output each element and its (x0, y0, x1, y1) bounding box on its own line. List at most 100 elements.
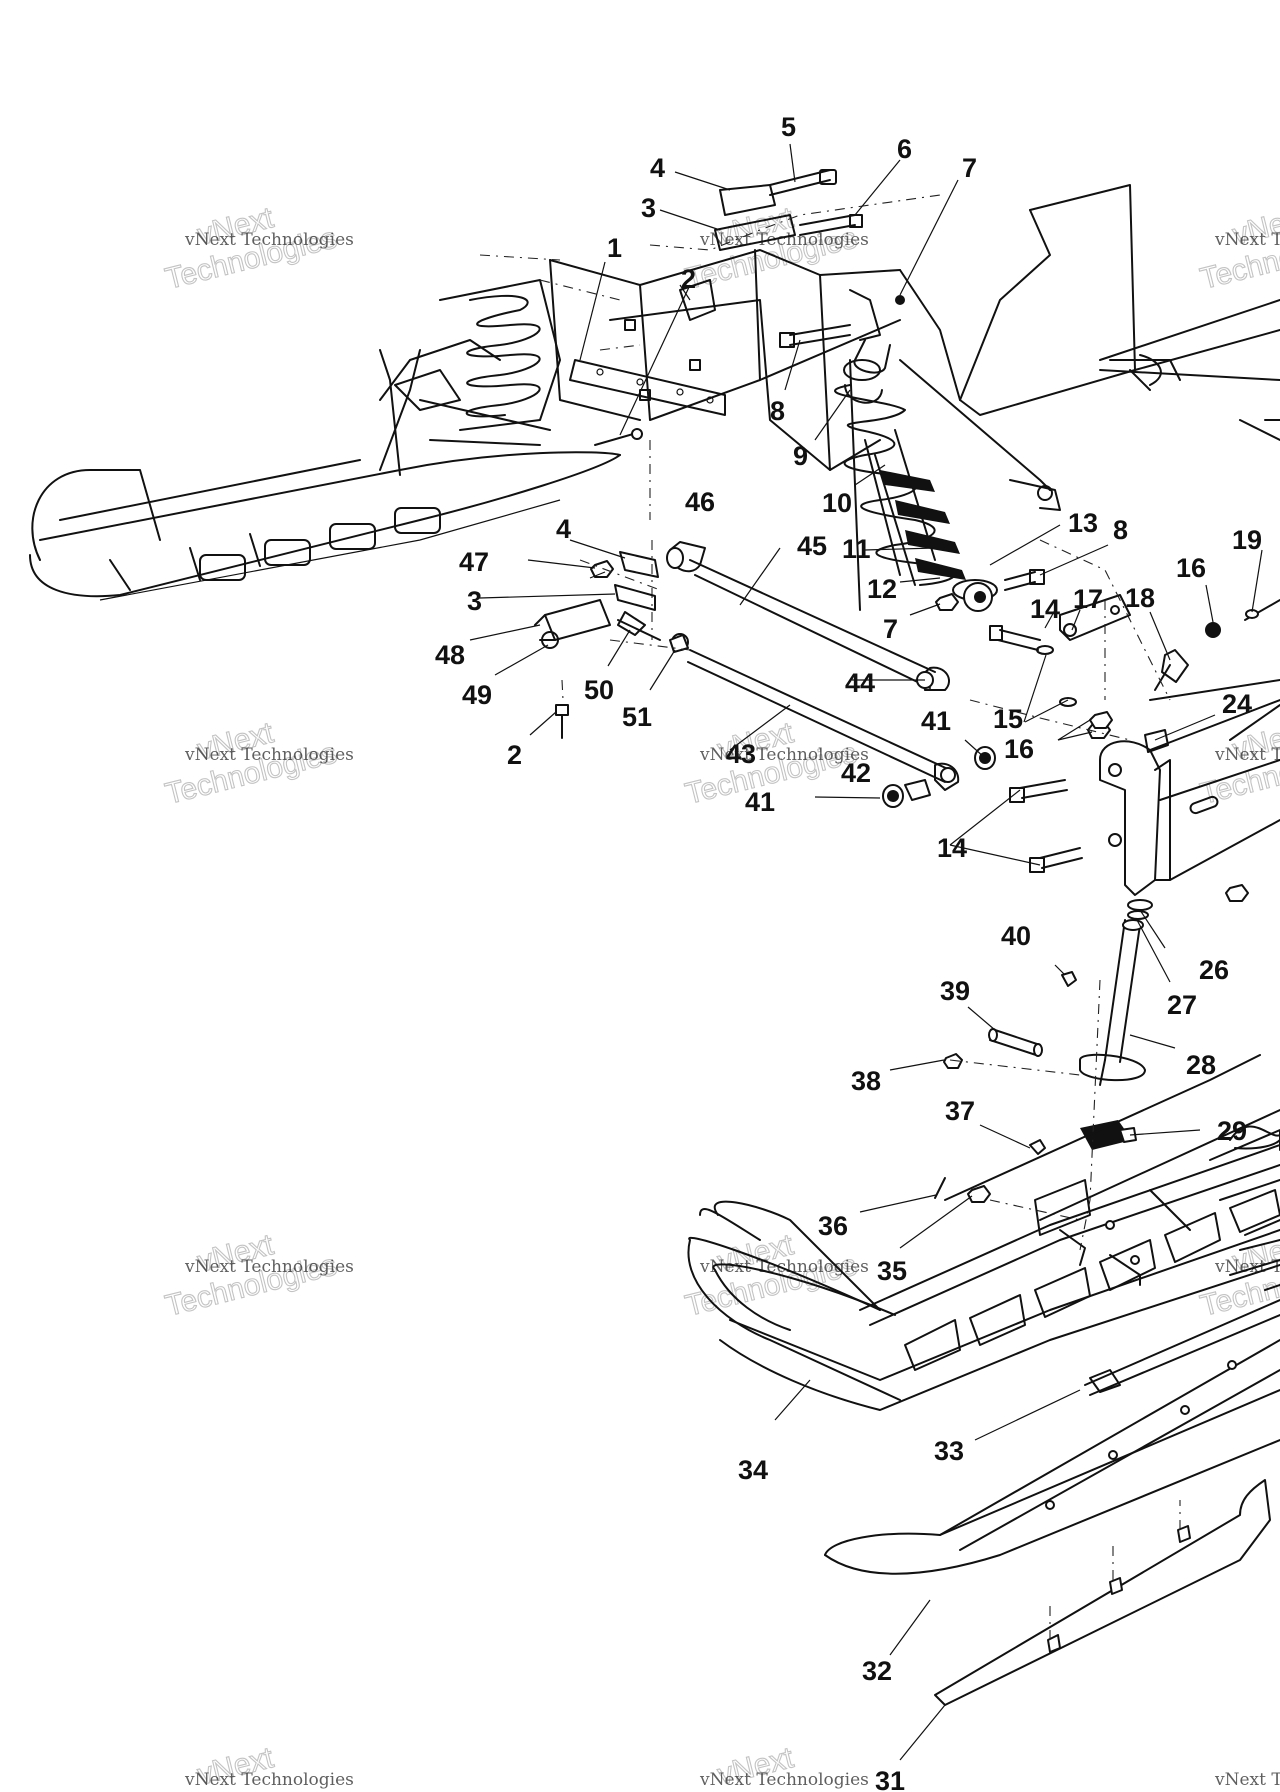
watermark: vNext vNext Technologies (184, 1741, 354, 1792)
nut-38 (943, 1053, 963, 1069)
callout-28: 28 (1186, 1050, 1216, 1080)
callout-2: 2 (681, 264, 696, 294)
bracket-17 (1059, 594, 1131, 641)
callout-45: 45 (797, 531, 827, 561)
callout-50: 50 (584, 675, 614, 705)
watermark: Technologies vNext vNext Technologies (161, 1228, 354, 1324)
shock-top-mount (843, 359, 883, 404)
watermark: Technologies vNext vNext Technologies (161, 201, 354, 297)
callout-37: 37 (945, 1096, 975, 1126)
left-ski-assembly (29, 279, 621, 601)
shock-spring-10 (834, 384, 966, 586)
callout-10: 10 (822, 488, 852, 518)
washer-37 (1029, 1139, 1046, 1155)
watermark: Technologies vNext vNext Technologies (1196, 201, 1280, 297)
nut-7-lower (935, 593, 959, 611)
bushing-24 (1144, 729, 1169, 753)
callout-33: 33 (934, 1436, 964, 1466)
callout-36: 36 (818, 1211, 848, 1241)
tie-rod-19 (1244, 599, 1280, 621)
callout-42: 42 (841, 758, 871, 788)
svg-text:vNext Technologies: vNext Technologies (699, 745, 869, 765)
callout-26: 26 (1199, 955, 1229, 985)
svg-text:vNext Technologies: vNext Technologies (184, 745, 354, 765)
bracket-3-lower (614, 584, 656, 611)
callout-31: 31 (875, 1766, 905, 1792)
callout-12: 12 (867, 574, 897, 604)
callout-1: 1 (607, 233, 622, 263)
svg-text:vNext Technologies: vNext Technologies (1214, 1770, 1280, 1790)
bolts-14-lower (1009, 779, 1083, 873)
callout-27: 27 (1167, 990, 1197, 1020)
screw-2-lower (555, 704, 569, 739)
callout-11: 11 (842, 534, 871, 564)
clip-7-top (849, 289, 905, 341)
callout-32: 32 (862, 1656, 892, 1686)
bolt-8-lower (1004, 569, 1045, 591)
clip-40 (1061, 971, 1077, 987)
callout-43: 43 (726, 739, 756, 769)
callout-14: 14 (937, 833, 967, 863)
watermark: vNext Technologies (1214, 1770, 1280, 1790)
callout-38: 38 (851, 1066, 881, 1096)
callout-6: 6 (897, 134, 912, 164)
bracket-3 (714, 214, 796, 251)
bracket-18 (1154, 649, 1189, 691)
bolt-14-upper (989, 625, 1041, 651)
callout-29: 29 (1217, 1116, 1247, 1146)
callout-3: 3 (467, 586, 482, 616)
frame-bulkhead (479, 184, 1280, 471)
mounting-plate-1 (569, 359, 726, 416)
callout-2: 2 (507, 740, 522, 770)
nut-35 (967, 1185, 991, 1203)
callout-7: 7 (883, 614, 898, 644)
callout-49: 49 (462, 680, 492, 710)
bolt-6 (799, 214, 863, 236)
callout-4: 4 (650, 153, 665, 183)
callout-5: 5 (781, 112, 796, 142)
watermark: vNext vNext Technologies (699, 1741, 869, 1792)
callout-19: 19 (1232, 525, 1262, 555)
left-shock-spring (465, 294, 541, 418)
washers-15 (1036, 645, 1077, 707)
pin-39 (988, 1028, 1043, 1057)
svg-text:vNext Technologies: vNext Technologies (184, 1257, 354, 1277)
svg-text:vNext Technologies: vNext Technologies (699, 1257, 869, 1277)
skag-31 (934, 1479, 1271, 1706)
callout-17: 17 (1073, 584, 1103, 614)
callout-48: 48 (435, 640, 465, 670)
svg-text:vNext Technologies: vNext Technologies (699, 230, 869, 250)
callout-16: 16 (1004, 734, 1034, 764)
leader-lines (469, 143, 1263, 1761)
callout-7: 7 (962, 153, 977, 183)
callout-40: 40 (1001, 921, 1031, 951)
callout-15: 15 (993, 704, 1023, 734)
bushing-41-left (882, 784, 904, 808)
screw-9 (594, 428, 643, 446)
callout-24: 24 (1222, 689, 1252, 719)
right-hardware (899, 359, 1280, 753)
svg-text:vNext Technologies: vNext Technologies (1214, 745, 1280, 765)
callout-8: 8 (1113, 515, 1128, 545)
svg-text:vNext Technologies: vNext Technologies (184, 230, 354, 250)
nut-49 (541, 631, 559, 649)
wear-plate-33 (1084, 1299, 1280, 1396)
shock-bottom-mount (952, 579, 998, 612)
nut-47 (590, 560, 614, 578)
washers-26-27 (1127, 899, 1153, 920)
svg-text:vNext Technologies: vNext Technologies (1214, 230, 1280, 250)
shock-absorber (834, 339, 998, 612)
bolt-8-top (779, 324, 851, 348)
callout-14: 14 (1030, 594, 1060, 624)
ski-runner-32 (824, 1339, 1280, 1575)
callout-41: 41 (745, 787, 775, 817)
bolt-50 (617, 611, 661, 641)
spindle-assembly (934, 679, 1280, 1251)
upper-mounting-hardware (569, 169, 941, 640)
cotter-36 (934, 1177, 946, 1199)
ski-34 (687, 1054, 1280, 1411)
svg-text:vNext Technologies: vNext Technologies (699, 1770, 869, 1790)
bushing-42 (904, 779, 931, 801)
bracket-4-lower (619, 551, 659, 578)
